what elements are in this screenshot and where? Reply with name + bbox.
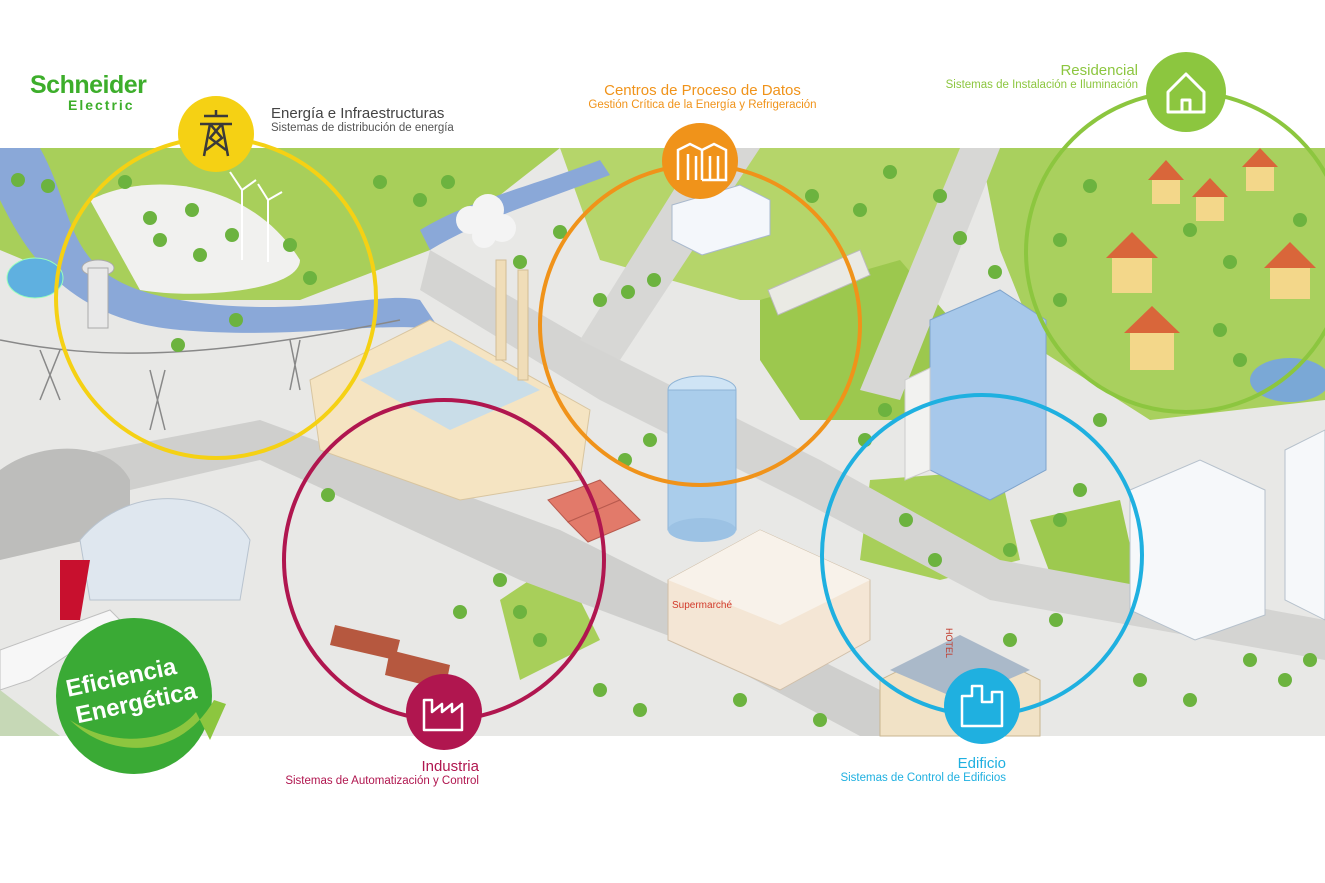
industria-subtitle: Sistemas de Automatización y Control	[285, 775, 479, 788]
label-datos[interactable]: Centros de Proceso de Datos Gestión Crít…	[560, 82, 845, 112]
energia-subtitle: Sistemas de distribución de energía	[271, 122, 454, 135]
residencial-marker[interactable]	[1146, 52, 1226, 132]
airplane-tail	[60, 560, 90, 620]
datos-marker[interactable]	[662, 123, 738, 199]
hotel-sign: HOTEL	[944, 628, 954, 658]
stadium-stand	[767, 249, 871, 316]
chimney-2	[517, 269, 529, 381]
datos-subtitle: Gestión Crítica de la Energía y Refriger…	[588, 99, 817, 112]
edificio-marker[interactable]	[944, 668, 1020, 744]
industria-marker[interactable]	[406, 674, 482, 750]
warehouses	[547, 479, 641, 543]
residencial-title: Residencial	[1060, 62, 1138, 79]
industria-title: Industria	[421, 758, 479, 775]
label-edificio[interactable]: Edificio Sistemas de Control de Edificio…	[790, 755, 1006, 785]
energy-plaza	[90, 184, 300, 294]
house-icon	[1166, 72, 1206, 114]
glass-tower-base	[668, 518, 736, 542]
schneider-logo[interactable]: Schneider Electric	[30, 71, 147, 113]
building-icon	[960, 684, 1004, 728]
field-corner	[0, 690, 60, 736]
office-side	[904, 367, 931, 481]
smoke	[456, 194, 516, 248]
factory-icon	[422, 698, 464, 732]
supermarket-sign: Supermarché	[672, 600, 732, 611]
data-center-building	[671, 184, 771, 256]
label-energia[interactable]: Energía e Infraestructuras Sistemas de d…	[271, 105, 454, 135]
reservoir	[6, 257, 64, 299]
apartment-building	[1129, 459, 1266, 641]
airport-hangar	[79, 498, 251, 601]
glass-tower	[667, 389, 737, 531]
apartment-building-2	[1284, 429, 1325, 621]
logo-sub: Electric	[68, 97, 135, 113]
trees	[11, 165, 1317, 727]
water-tower	[87, 267, 109, 329]
green-zone-ne	[980, 148, 1325, 420]
label-residencial[interactable]: Residencial Sistemas de Instalación e Il…	[880, 62, 1138, 92]
road-ne	[860, 148, 1000, 400]
badge-arrow	[70, 700, 226, 748]
supermarket-roof	[668, 530, 870, 625]
energia-marker[interactable]	[178, 96, 254, 172]
wind-turbines	[229, 171, 283, 262]
houses	[1106, 148, 1316, 370]
datos-title: Centros de Proceso de Datos	[604, 82, 801, 99]
eficiencia-badge[interactable]: Eficiencia Energética	[56, 618, 226, 774]
server-rack-icon	[676, 142, 728, 182]
energia-title: Energía e Infraestructuras	[271, 105, 445, 122]
power-pylon-icon	[200, 110, 232, 157]
edificio-title: Edificio	[957, 755, 1006, 772]
chimney-1	[495, 259, 507, 361]
residencial-subtitle: Sistemas de Instalación e Iluminación	[945, 79, 1138, 92]
logo-name: Schneider	[30, 71, 147, 99]
power-lines	[0, 319, 401, 431]
river	[0, 148, 440, 333]
edificio-subtitle: Sistemas de Control de Edificios	[840, 772, 1006, 785]
label-industria[interactable]: Industria Sistemas de Automatización y C…	[230, 758, 479, 788]
